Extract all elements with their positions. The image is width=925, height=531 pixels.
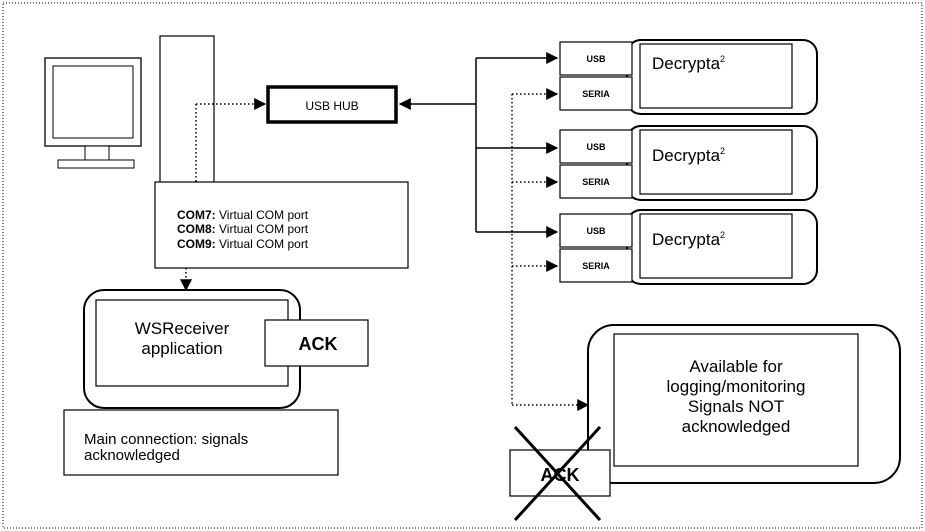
decrypta-receiver: Decrypta2 USB SERIA (559, 209, 818, 285)
main-connection-line2: acknowledged (84, 447, 180, 464)
usb-port-label: USB (586, 54, 606, 64)
usb-port-label: USB (586, 226, 606, 236)
wsreceiver-app: WSReceiver application ACK (83, 289, 369, 409)
com-ports-box: COM7: Virtual COM port COM8: Virtual COM… (154, 181, 409, 269)
com-port-line: COM8: Virtual COM port (177, 222, 309, 236)
app-subtitle: application (141, 339, 222, 358)
main-connection-note: Main connection: signals acknowledged (63, 409, 339, 476)
receiver-name: Decrypta2 (652, 54, 725, 73)
monitor-line1: Available for (689, 357, 783, 376)
receiver-name: Decrypta2 (652, 146, 725, 165)
monitoring-receiver: Available for logging/monitoring Signals… (587, 324, 901, 484)
pc-to-app-link (186, 104, 196, 290)
usb-hub: USB HUB (266, 85, 398, 124)
serial-port-label: SERIA (582, 261, 610, 271)
serial-port-label: SERIA (582, 89, 610, 99)
decrypta-receiver: Decrypta2 USB SERIA (559, 39, 818, 115)
monitor-line3: Signals NOT (688, 397, 784, 416)
com-port-line: COM7: Virtual COM port (177, 208, 309, 222)
usb-port-label: USB (586, 142, 606, 152)
serial-port-label: SERIA (582, 177, 610, 187)
receiver-name: Decrypta2 (652, 230, 725, 249)
main-connection-line1: Main connection: signals (84, 431, 248, 448)
com-port-line: COM9: Virtual COM port (177, 237, 309, 251)
monitor-icon (44, 57, 142, 169)
app-title: WSReceiver (135, 319, 230, 338)
usb-hub-label: USB HUB (305, 99, 358, 113)
cross-out-icon (513, 425, 602, 522)
decrypta-receiver: Decrypta2 USB SERIA (559, 125, 818, 201)
monitor-line2: logging/monitoring (667, 377, 806, 396)
crossed-ack: ACK (509, 425, 611, 522)
ack-label: ACK (299, 334, 338, 354)
monitor-line4: acknowledged (682, 417, 791, 436)
